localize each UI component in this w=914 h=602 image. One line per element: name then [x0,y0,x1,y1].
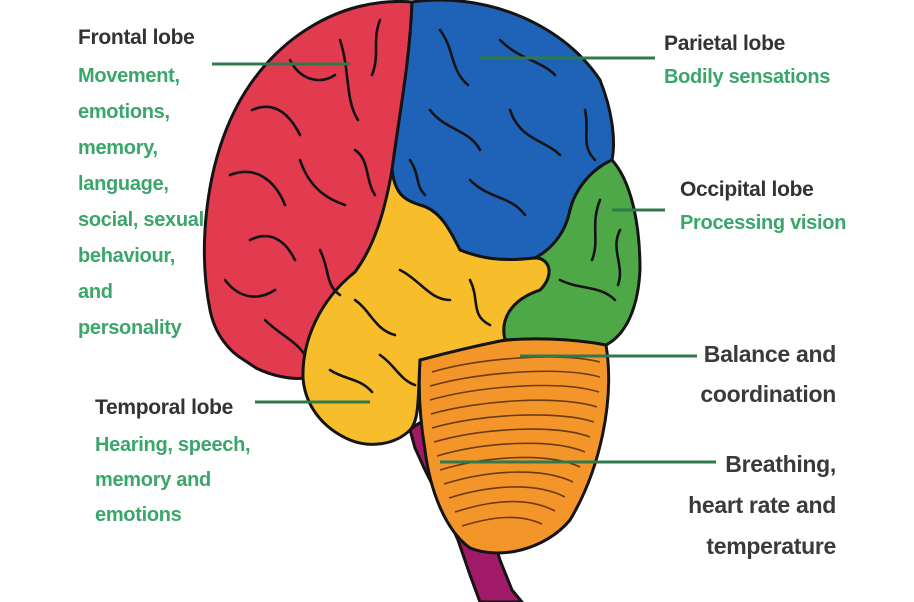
frontal-desc-line: emotions, [78,100,170,123]
frontal-lobe-description: Movement, emotions, memory, language, so… [78,58,204,346]
occipital-lobe-description: Processing vision [680,211,847,234]
cerebellum-desc-line: coordination [700,381,836,408]
frontal-desc-line: Movement, [78,64,180,87]
temporal-desc-line: Hearing, speech, [95,433,251,456]
frontal-desc-line: social, sexual [78,208,204,231]
temporal-lobe-title: Temporal lobe [95,396,234,419]
frontal-desc-line: personality [78,316,182,339]
parietal-lobe-title: Parietal lobe [664,32,785,55]
cerebellum-region [417,336,611,555]
parietal-lobe-label: Parietal lobe Bodily sensations [664,30,830,90]
temporal-lobe-label: Temporal lobe Hearing, speech, memory an… [95,394,251,533]
frontal-lobe-label: Frontal lobe Movement, emotions, memory,… [78,24,204,346]
cerebellum-label: Balance and coordination [690,334,836,415]
cerebellum-desc-line: Balance and [703,341,837,367]
temporal-lobe-region [301,169,551,446]
frontal-desc-line: and [78,280,113,303]
frontal-desc-line: memory, [78,136,158,159]
brain-folds [223,18,622,394]
leader-lines [212,56,716,464]
parietal-lobe-description: Bodily sensations [664,65,831,88]
frontal-lobe-title: Frontal lobe [78,26,195,49]
temporal-desc-line: emotions [95,503,182,526]
occipital-lobe-title: Occipital lobe [680,178,814,201]
brainstem-label: Breathing, heart rate and temperature [672,444,836,567]
frontal-desc-line: language, [78,172,169,195]
brainstem-desc-line: temperature [706,532,836,559]
frontal-desc-line: behaviour, [78,244,176,267]
brainstem-desc-line: Breathing, [725,451,836,477]
temporal-desc-line: memory and [95,468,211,491]
occipital-lobe-label: Occipital lobe Processing vision [680,176,846,236]
temporal-lobe-description: Hearing, speech, memory and emotions [95,428,251,533]
brainstem-desc-line: heart rate and [688,491,836,518]
